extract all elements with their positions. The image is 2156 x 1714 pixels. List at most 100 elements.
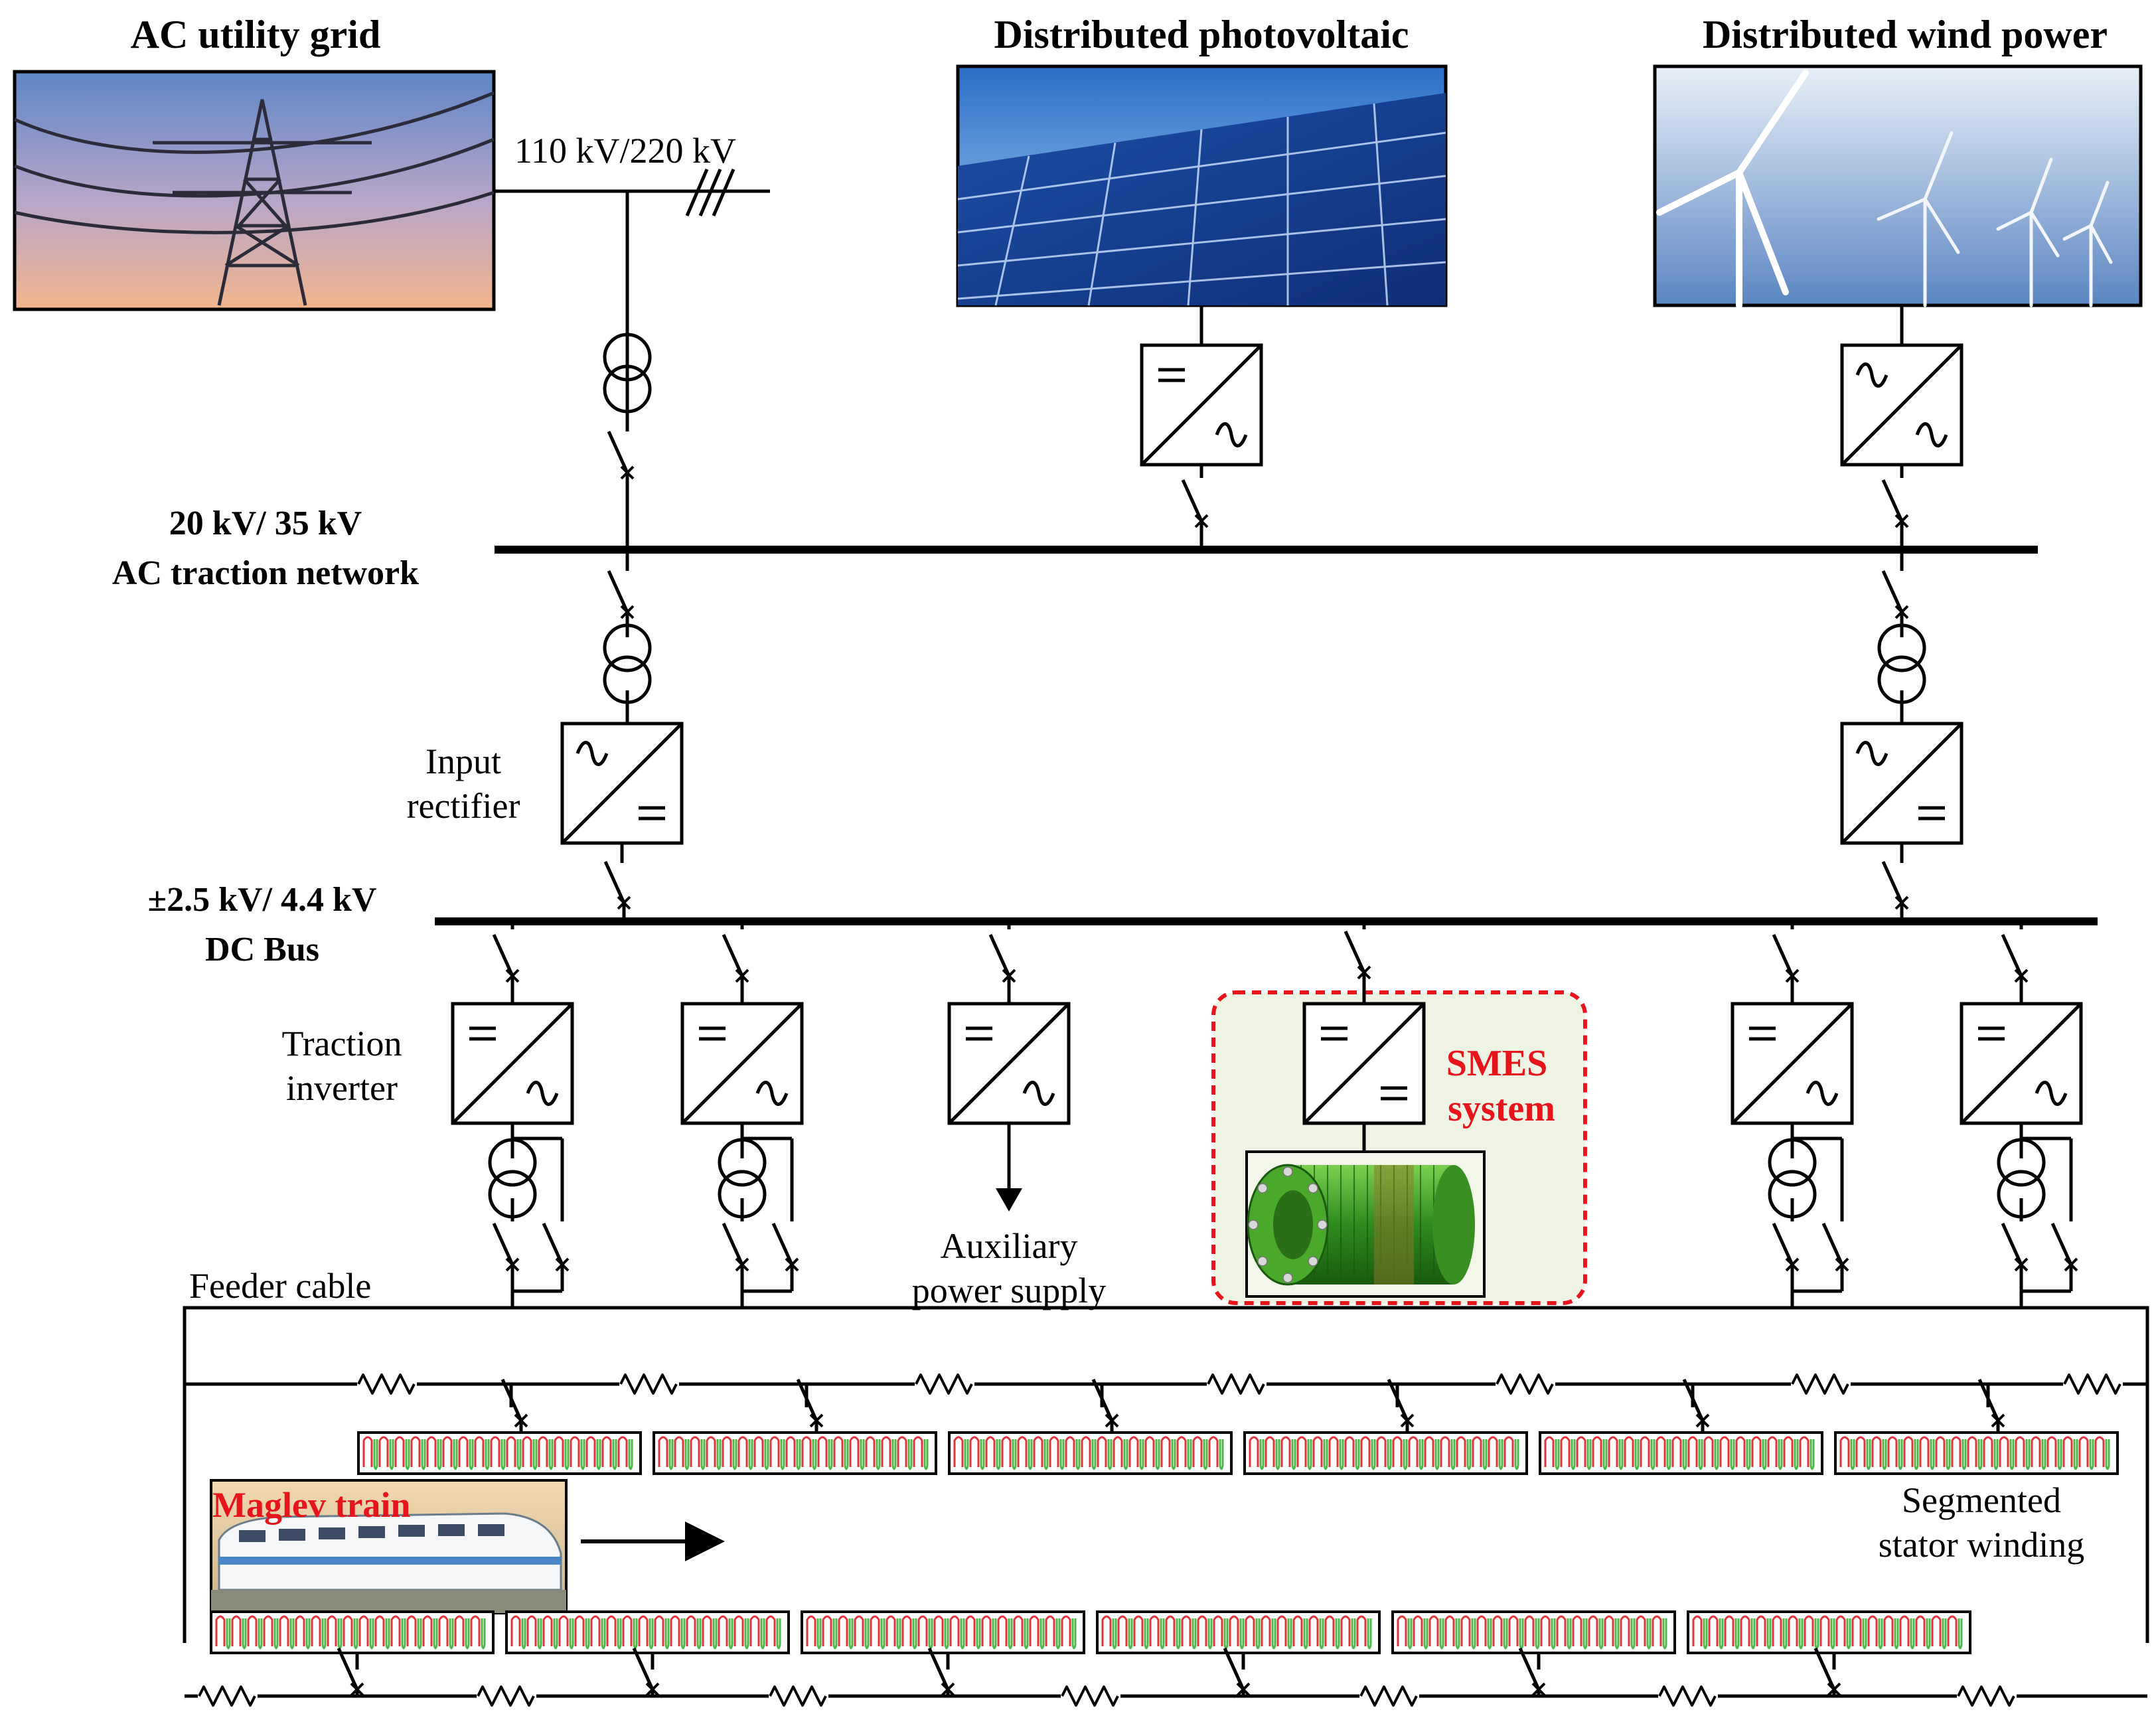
dc-bus-name: DC Bus [205, 931, 319, 969]
grid-voltage-label: 110 kV/220 kV [514, 131, 736, 171]
resistor [357, 1373, 416, 1395]
rectifier-label-1: Input [425, 741, 501, 781]
switch-blade [603, 860, 626, 904]
stator-label-2: stator winding [1879, 1525, 2084, 1565]
ac-grid-image [13, 70, 496, 311]
pv-title: Distributed photovoltaic [994, 13, 1409, 56]
switch-blade [1518, 1647, 1541, 1691]
circuit-symbols [185, 305, 2147, 1709]
switch-blade [607, 430, 629, 474]
resistor [1496, 1373, 1554, 1395]
switch-blade [2001, 933, 2023, 977]
converter-diagonal [1303, 1002, 1425, 1125]
switch-blade [1881, 479, 1904, 522]
winding-red [1692, 1615, 1958, 1646]
converter-diagonal [451, 1002, 574, 1125]
winding-red [1101, 1615, 1367, 1646]
winding-green [668, 1439, 929, 1470]
resistor [915, 1373, 973, 1395]
ac-symbol [2035, 1081, 2068, 1106]
inverter-label-1: Traction [281, 1024, 402, 1063]
pv-image [956, 64, 1448, 307]
switch-blade [542, 1222, 564, 1266]
resistor [1791, 1373, 1849, 1395]
switch-blade [1091, 1378, 1114, 1422]
winding-red [806, 1615, 1071, 1646]
feeder-label: Feeder cable [189, 1266, 371, 1306]
switch-blade [1387, 1378, 1409, 1422]
wind-image [1653, 64, 2143, 309]
resistor [1359, 1685, 1418, 1707]
ac-bus-voltage: 20 kV/ 35 kV [169, 505, 362, 542]
switch-blade [722, 1222, 744, 1266]
switch-blade [1881, 860, 1904, 904]
ac-symbol [576, 741, 609, 766]
smes-system [1211, 990, 1587, 1305]
resistor [1207, 1373, 1265, 1395]
wind-title: Distributed wind power [1703, 13, 2108, 56]
winding-green [1850, 1439, 2110, 1470]
resistor [1658, 1685, 1717, 1707]
converter-diagonal [948, 1002, 1070, 1125]
switch-blade [632, 1647, 654, 1691]
winding-green [1259, 1439, 1519, 1470]
resistor [477, 1685, 535, 1707]
converter-diagonal [1841, 344, 1963, 466]
switch-blade [492, 1222, 514, 1266]
aux-label-1: Auxiliary [941, 1226, 1078, 1266]
switch-blade [771, 1222, 794, 1266]
winding-red [1397, 1615, 1662, 1646]
maglev-train-image [210, 1479, 568, 1614]
ac-symbol [1022, 1081, 1055, 1106]
switch-blade [796, 1378, 818, 1422]
switch-blade [988, 933, 1011, 977]
resistor [619, 1373, 678, 1395]
ac-symbol [1855, 362, 1888, 388]
resistor [769, 1685, 827, 1707]
converter-diagonal [681, 1002, 803, 1125]
winding-green [373, 1439, 633, 1470]
switch-blade [1682, 1378, 1705, 1422]
switch-blade [2001, 1222, 2023, 1266]
switch-blade [501, 1378, 523, 1422]
switch-blade [492, 933, 514, 977]
winding-green [1555, 1439, 1815, 1470]
winding-red [1544, 1436, 1810, 1467]
dc-bus-voltage: ±2.5 kV/ 4.4 kV [148, 881, 377, 919]
switch-blade [1813, 1647, 1836, 1691]
resistor [2063, 1373, 2121, 1395]
switch-blade [1772, 1222, 1794, 1266]
ac-symbol [1915, 422, 1948, 447]
switch-blade [2050, 1222, 2073, 1266]
switch-blade [927, 1647, 950, 1691]
winding-red [510, 1615, 776, 1646]
switch-blade [1223, 1647, 1245, 1691]
feeder-cable-loop [183, 1306, 2149, 1643]
ac-symbol [755, 1081, 789, 1106]
aux-arrow [996, 1188, 1022, 1211]
switch-blade [1881, 570, 1904, 613]
grid-title: AC utility grid [131, 13, 381, 56]
winding-red [953, 1436, 1219, 1467]
switch-blade [607, 570, 629, 613]
switch-blade [1977, 1378, 2000, 1422]
converter-diagonal [561, 722, 683, 844]
converter-diagonal [1841, 722, 1963, 844]
smes-label-1: SMES [1446, 1043, 1548, 1084]
smes-label-2: system [1448, 1088, 1555, 1129]
winding-red [362, 1436, 628, 1467]
switch-blade [1772, 933, 1794, 977]
switch-blade [1821, 1222, 1844, 1266]
ac-symbol [1806, 1081, 1839, 1106]
ac-bus-name: AC traction network [112, 554, 419, 592]
switch-blade [722, 933, 744, 977]
ac-symbol [1855, 741, 1888, 766]
switch-blade [1181, 479, 1203, 522]
aux-label-2: power supply [912, 1271, 1106, 1310]
winding-green [964, 1439, 1224, 1470]
rectifier-label-2: rectifier [407, 786, 520, 826]
transformer-coil [1877, 623, 1926, 672]
converter-diagonal [1731, 1002, 1853, 1125]
winding-red [658, 1436, 923, 1467]
